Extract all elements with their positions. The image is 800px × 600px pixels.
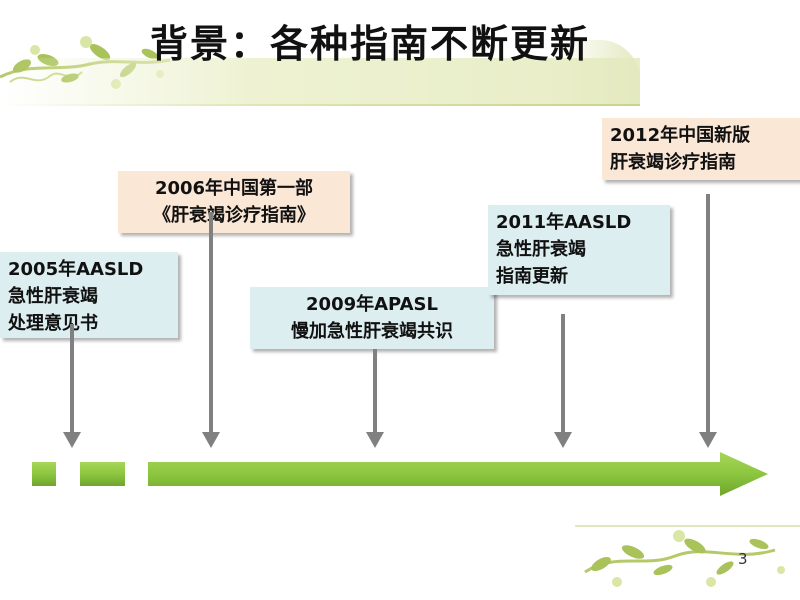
arrow-2006-head — [202, 432, 220, 448]
arrow-2009-shaft — [373, 349, 377, 434]
arrow-2009-head — [366, 432, 384, 448]
timeline-main-arrow — [148, 452, 768, 496]
timeline-arrow — [32, 452, 768, 496]
title-band — [0, 58, 640, 106]
arrow-2005-head — [63, 432, 81, 448]
event-line: 《肝衰竭诊疗指南》 — [153, 205, 315, 226]
timeline-dash-1 — [32, 462, 56, 486]
arrow-2011-head — [554, 432, 572, 448]
event-line: 急性肝衰竭 — [496, 239, 586, 260]
event-box-2011: 2011年AASLD 急性肝衰竭 指南更新 — [488, 205, 670, 295]
event-line: 慢加急性肝衰竭共识 — [291, 321, 453, 342]
event-line: 急性肝衰竭 — [8, 286, 98, 307]
arrow-2011-shaft — [561, 314, 565, 434]
event-line: 2011年AASLD — [496, 212, 632, 233]
page-number: 3 — [738, 550, 748, 568]
event-line: 2005年AASLD — [8, 259, 144, 280]
title-band-curve — [560, 40, 640, 106]
event-box-2005: 2005年AASLD 急性肝衰竭 处理意见书 — [0, 252, 178, 338]
arrow-2005-shaft — [70, 324, 74, 434]
event-line: 2009年APASL — [306, 294, 438, 315]
event-line: 指南更新 — [496, 266, 568, 287]
timeline-dash-2 — [80, 462, 125, 486]
event-box-2012: 2012年中国新版 肝衰竭诊疗指南 — [602, 118, 800, 180]
event-line: 肝衰竭诊疗指南 — [610, 152, 736, 173]
event-line: 2012年中国新版 — [610, 125, 751, 146]
event-line: 2006年中国第一部 — [154, 178, 314, 199]
floral-ornament-bottom-right — [575, 525, 800, 587]
slide-title: 背景：各种指南不断更新 — [150, 22, 591, 66]
event-box-2006: 2006年中国第一部 《肝衰竭诊疗指南》 — [118, 171, 350, 233]
event-box-2009: 2009年APASL 慢加急性肝衰竭共识 — [250, 287, 494, 349]
title-underline — [0, 104, 640, 106]
arrow-2012-head — [699, 432, 717, 448]
event-line: 处理意见书 — [8, 313, 98, 334]
arrow-2012-shaft — [706, 194, 710, 434]
arrow-2006-shaft — [209, 212, 213, 434]
